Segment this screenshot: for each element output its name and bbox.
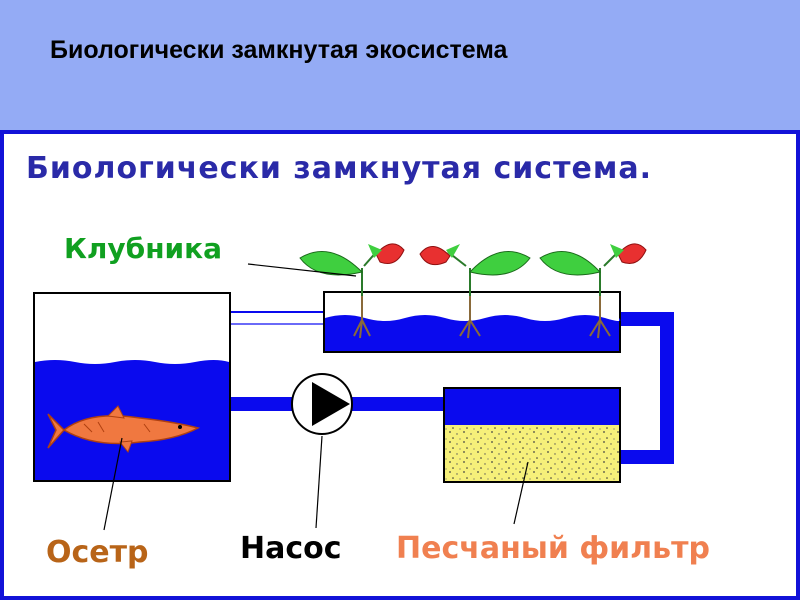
strawberry-plant-1 bbox=[299, 243, 405, 339]
pipe-aquarium-to-pump bbox=[229, 397, 294, 411]
sturgeon-fish bbox=[47, 405, 201, 454]
pipe-filter-right bbox=[618, 450, 674, 464]
sand-filter bbox=[443, 387, 621, 483]
sturgeon-label: Осетр bbox=[46, 535, 149, 570]
sand-filter-label: Песчаный фильтр bbox=[396, 531, 710, 566]
pipe-pump-to-filter bbox=[352, 397, 444, 411]
pump bbox=[291, 373, 353, 435]
strawberry-plants bbox=[299, 243, 647, 339]
slide-title: Биологически замкнутая экосистема bbox=[50, 36, 508, 64]
strawberry-label: Клубника bbox=[64, 232, 222, 265]
pipe-right-vertical bbox=[660, 312, 674, 464]
slide-header: Биологически замкнутая экосистема bbox=[0, 0, 800, 132]
strawberry-plant-3 bbox=[539, 243, 647, 339]
pump-label: Насос bbox=[240, 531, 342, 566]
aquarium bbox=[33, 292, 231, 482]
pointer-lines bbox=[103, 263, 529, 531]
pipes bbox=[229, 312, 674, 464]
strawberry-plant-2 bbox=[419, 244, 531, 339]
diagram-heading: Биологически замкнутая система. bbox=[26, 151, 652, 186]
